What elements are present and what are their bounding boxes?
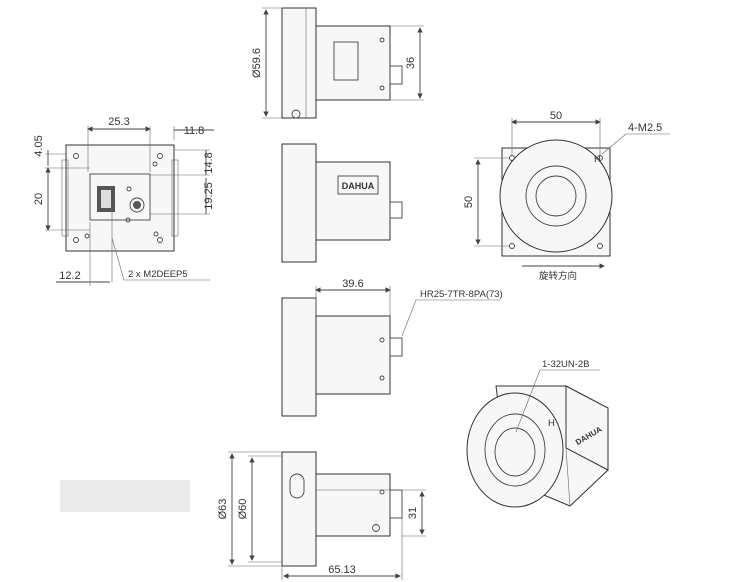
dim-left-mid: 20 bbox=[33, 193, 45, 205]
rear-view: 25.3 11.8 4.05 20 14.8 19.25 12.2 2 x M2… bbox=[33, 116, 215, 286]
dim-right-top: 11.8 bbox=[184, 125, 205, 137]
dim-top-width: 25.3 bbox=[108, 116, 129, 128]
bottom-view: Ø63 Ø60 31 65.13 bbox=[217, 451, 426, 580]
dim-front-width: 50 bbox=[550, 110, 562, 122]
dim-bottom-left: 12.2 bbox=[59, 270, 80, 282]
slot-icon bbox=[289, 473, 305, 499]
dim-left-top: 4.05 bbox=[33, 135, 45, 156]
dim-bottom-height: 31 bbox=[407, 507, 419, 519]
rotation-label: 旋转方向 bbox=[539, 270, 577, 282]
iso-view: DAHUA H 1-32UN-2B bbox=[466, 359, 609, 508]
dim-front-height: 50 bbox=[463, 196, 475, 208]
dim-right-mid1: 14.8 bbox=[203, 152, 215, 173]
dim-right-mid2: 19.25 bbox=[203, 182, 215, 210]
screw-label: 2 x M2DEEP5 bbox=[128, 269, 188, 280]
side-view-connector: 39.6 HR25-7TR-8PA(73) bbox=[281, 278, 503, 417]
mount-label: 1-32UN-2B bbox=[542, 359, 590, 370]
screw-hole-icon bbox=[73, 153, 79, 159]
dim-dia-outer: Ø63 bbox=[217, 499, 229, 520]
screw-hole-icon bbox=[157, 237, 163, 243]
dim-bottom-length: 65.13 bbox=[328, 564, 356, 576]
front-view: H 50 50 4-M2.5 旋转方向 bbox=[463, 110, 670, 282]
front-marker: H bbox=[594, 154, 601, 165]
top-view: Ø59.6 36 bbox=[251, 7, 424, 119]
connector-label: HR25-7TR-8PA(73) bbox=[420, 289, 503, 300]
iso-marker: H bbox=[548, 418, 555, 429]
side-view-logo: DAHUA bbox=[281, 143, 403, 263]
io-connector-icon bbox=[129, 197, 145, 213]
screw-hole-icon bbox=[157, 153, 163, 159]
lens-mount-outer bbox=[499, 139, 613, 253]
iso-mount-ring bbox=[466, 392, 564, 508]
screw-hole-icon bbox=[73, 237, 79, 243]
watermark-area bbox=[60, 480, 190, 512]
dim-dia-inner: Ø60 bbox=[237, 499, 249, 520]
dim-top-dia: Ø59.6 bbox=[251, 48, 263, 78]
holes-label: 4-M2.5 bbox=[628, 122, 662, 134]
dim-side-length: 39.6 bbox=[342, 278, 363, 290]
mount-hole-icon bbox=[597, 243, 603, 249]
logo-icon: DAHUA bbox=[342, 181, 375, 191]
screw-icon bbox=[291, 109, 301, 119]
dim-top-height: 36 bbox=[405, 57, 417, 69]
screw-icon bbox=[372, 524, 380, 532]
